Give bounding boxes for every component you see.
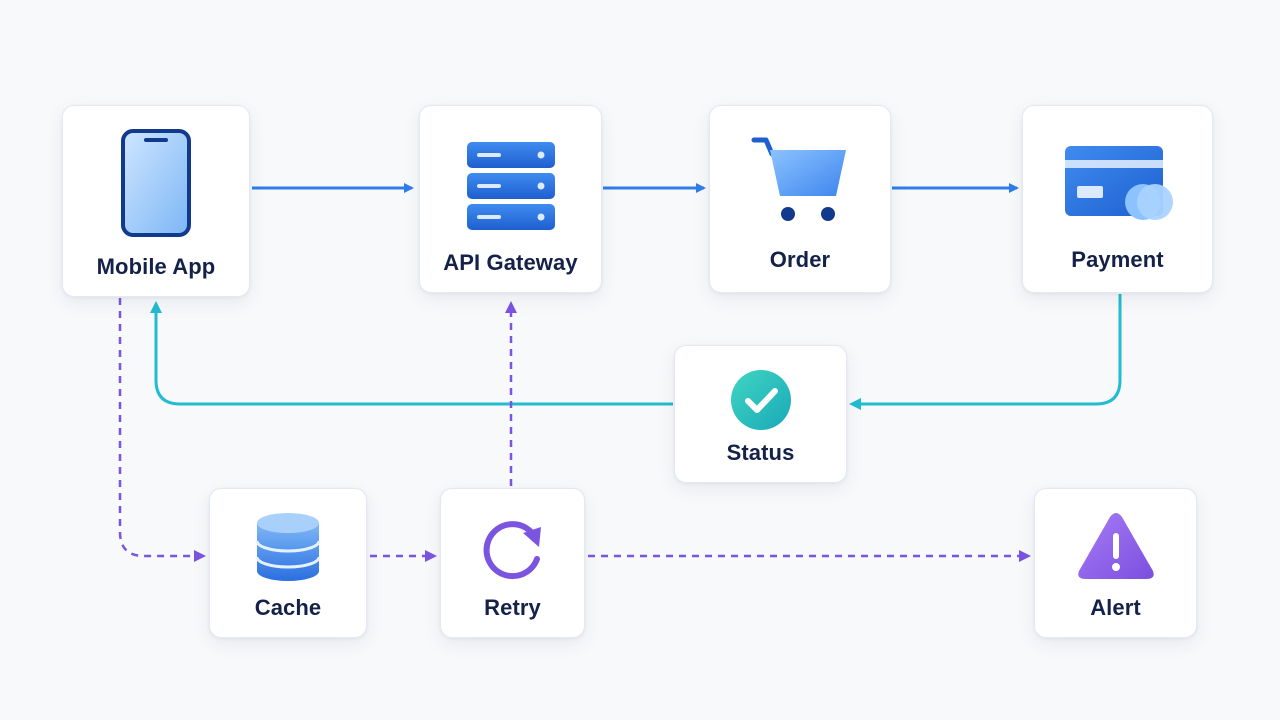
server-stack-icon [465,140,557,232]
edge-status-to-mobile [150,301,673,406]
node-status[interactable]: Status [674,345,847,483]
node-alert[interactable]: Alert [1034,488,1197,638]
credit-card-icon [1063,144,1173,224]
node-api-gateway[interactable]: API Gateway [419,105,602,293]
mobile-phone-icon [120,128,192,238]
refresh-icon [477,515,549,583]
warning-icon [1076,511,1156,583]
node-label: Mobile App [96,254,216,279]
database-icon [255,511,321,583]
node-label: API Gateway [443,250,578,275]
node-label: Order [769,247,831,272]
node-order[interactable]: Order [709,105,891,293]
node-label: Retry [484,595,541,620]
node-label: Status [726,440,795,465]
edge-mobile-to-cache [118,298,206,562]
shopping-cart-icon [750,134,850,226]
node-label: Payment [1071,247,1164,272]
node-payment[interactable]: Payment [1022,105,1213,293]
node-cache[interactable]: Cache [209,488,367,638]
node-label: Cache [254,595,322,620]
edge-payment-to-status [849,294,1122,410]
check-circle-icon [729,368,793,432]
node-label: Alert [1090,595,1141,620]
node-mobile-app[interactable]: Mobile App [62,105,250,297]
node-retry[interactable]: Retry [440,488,585,638]
